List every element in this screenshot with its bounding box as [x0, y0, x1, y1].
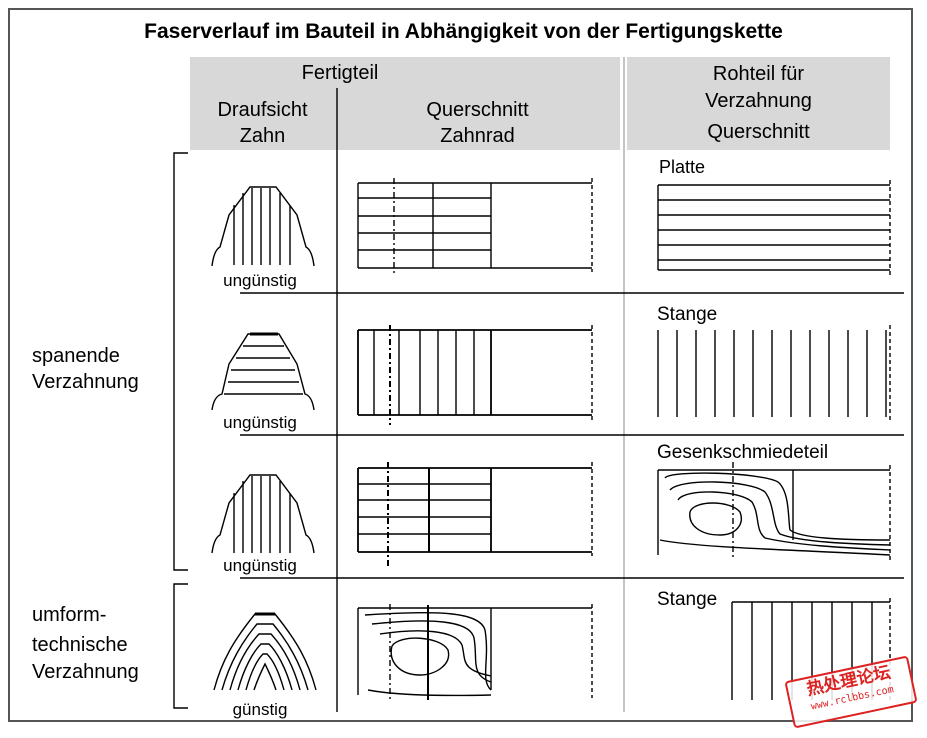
rohteil-label-row4: Stange: [657, 589, 718, 610]
blank-forging-row3: [657, 462, 891, 560]
cross-section-row3: [357, 462, 593, 566]
tooth-row4: [213, 612, 317, 691]
group-spanend-line2: Verzahnung: [32, 371, 139, 393]
figure-title: Faserverlauf im Bauteil in Abhängigkeit …: [144, 20, 783, 43]
header-background-rohteil: [627, 57, 890, 150]
group-umform-line1: umform-: [32, 604, 107, 626]
grid-lines: [240, 57, 904, 712]
rating-row2: ungünstig: [223, 413, 297, 432]
bracket-spanend: [173, 152, 188, 571]
rohteil-label-row2: Stange: [657, 304, 718, 325]
tooth-row1: [211, 186, 315, 267]
header-background-fertigteil: [190, 57, 620, 150]
blank-bar-row2: [657, 325, 891, 420]
header-rohteil-line2: Verzahnung: [705, 90, 812, 112]
header-draufsicht-line2: Zahn: [239, 125, 286, 147]
header-rohteil-line3: Querschnitt: [707, 121, 810, 143]
cross-section-row1: [357, 178, 593, 275]
group-umform-line2: technische: [32, 634, 128, 656]
rating-row4: günstig: [232, 700, 288, 719]
rohteil-label-row3: Gesenkschmiedeteil: [657, 442, 829, 463]
cross-section-row4: [357, 604, 593, 700]
header-fertigteil: Fertigteil: [301, 62, 379, 84]
figure-frame: [8, 8, 913, 722]
group-spanend-line1: spanende: [32, 345, 120, 367]
header-draufsicht-line1: Draufsicht: [217, 99, 308, 121]
rohteil-label-row1: Platte: [659, 157, 706, 177]
rating-row1: ungünstig: [223, 271, 297, 290]
tooth-row2: [211, 332, 315, 411]
cross-section-row2: [357, 325, 593, 425]
blank-plate: [657, 180, 891, 275]
rating-row3: ungünstig: [223, 556, 297, 575]
group-umform-line3: Verzahnung: [32, 661, 139, 683]
header-querschnitt-line1: Querschnitt: [426, 99, 529, 121]
bracket-umform: [173, 583, 188, 709]
header-querschnitt-line2: Zahnrad: [440, 125, 515, 147]
tooth-row3: [211, 474, 315, 554]
header-rohteil-line1: Rohteil für: [712, 63, 805, 85]
